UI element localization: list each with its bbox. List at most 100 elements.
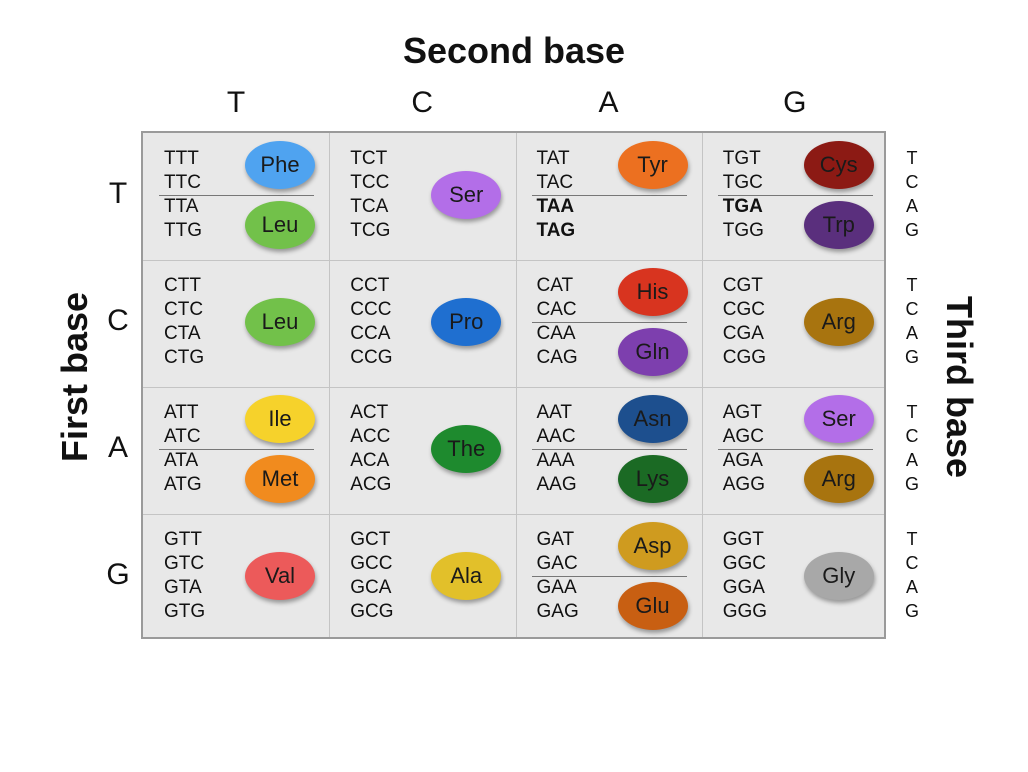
codon: CGC [722, 299, 765, 320]
codon: TCT [350, 148, 388, 169]
amino-acid-badge: Ile [245, 395, 315, 443]
codon: GTA [164, 577, 202, 598]
codon-separator [531, 449, 687, 450]
codon: CAC [536, 299, 577, 320]
codon: CCA [350, 323, 391, 344]
amino-acid-badge: Lys [617, 455, 688, 503]
codon: CGT [722, 275, 763, 296]
codon: AGC [722, 426, 764, 447]
codon: TTG [164, 220, 202, 241]
amino-acid-badge: Leu [245, 201, 315, 249]
third-base-label: C [905, 172, 919, 192]
codon: TCC [350, 172, 390, 193]
codon: CGG [722, 347, 767, 368]
third-base-label: T [906, 529, 918, 549]
codon: ATT [164, 402, 199, 423]
amino-acid-badge: Cys [803, 141, 874, 189]
codon: TTA [164, 196, 199, 217]
second-base-title: Second base [402, 30, 626, 71]
amino-acid-badge: Phe [245, 141, 315, 189]
grid-line [143, 514, 884, 515]
grid-line [515, 133, 517, 637]
codon: GGG [722, 601, 768, 622]
third-base-label: G [904, 220, 919, 240]
amino-acid-badge: Gln [617, 328, 688, 376]
amino-acid-badge: Asp [617, 522, 688, 570]
codon: TTT [164, 148, 199, 169]
codon: CAA [536, 323, 576, 344]
codon: GAG [536, 601, 579, 622]
third-base-label: A [905, 196, 918, 216]
third-base-label: A [905, 323, 918, 343]
codon: ACC [350, 426, 391, 447]
amino-acid-badge: Leu [245, 298, 315, 346]
codon: AAG [536, 474, 577, 495]
second-base-label: C [411, 86, 434, 119]
codon: TGC [722, 172, 763, 193]
codon: CCC [350, 299, 392, 320]
codon: CTA [164, 323, 201, 344]
codon: ATC [164, 426, 201, 447]
second-base-label: T [226, 86, 246, 119]
codon: GAT [536, 529, 575, 550]
codon-separator [159, 449, 314, 450]
codon: AAA [536, 450, 575, 471]
codon: TGT [722, 148, 761, 169]
amino-acid-badge: Ala [431, 552, 502, 600]
codon: AGG [722, 474, 765, 495]
first-base-label: T [108, 177, 128, 210]
codon: GTG [164, 601, 206, 622]
codon: ACT [350, 402, 389, 423]
third-base-label: T [906, 402, 918, 422]
codon: CAT [536, 275, 574, 296]
codon: GGA [722, 577, 765, 598]
amino-acid-badge: Glu [617, 582, 688, 630]
stop-codon: TGA [722, 196, 763, 217]
grid-line [143, 387, 884, 388]
third-base-label: T [906, 148, 918, 168]
codon: GAA [536, 577, 577, 598]
codon: ATG [164, 474, 202, 495]
codon: CTC [164, 299, 204, 320]
third-base-label: C [905, 553, 919, 573]
codon: ACA [350, 450, 390, 471]
codon: GCT [350, 529, 391, 550]
codon: TCG [350, 220, 391, 241]
amino-acid-badge: Asn [617, 395, 688, 443]
first-base-label: A [107, 431, 128, 464]
first-base-label: G [106, 558, 130, 591]
codon-separator [531, 195, 687, 196]
codon: CGA [722, 323, 764, 344]
codon: GTC [164, 553, 205, 574]
second-base-label: G [783, 86, 807, 119]
codon: GCA [350, 577, 392, 598]
third-base-label: T [906, 275, 918, 295]
amino-acid-badge: Ser [431, 171, 502, 219]
codon: TAC [536, 172, 574, 193]
codon: TAT [536, 148, 570, 169]
codon: CCG [350, 347, 393, 368]
codon: AAC [536, 426, 576, 447]
codon: CAG [536, 347, 578, 368]
stop-codon: TAA [536, 196, 575, 217]
third-base-label: C [905, 426, 919, 446]
codon-separator [531, 322, 687, 323]
third-base-label: A [905, 577, 918, 597]
codon: CTG [164, 347, 205, 368]
amino-acid-badge: Met [245, 455, 315, 503]
